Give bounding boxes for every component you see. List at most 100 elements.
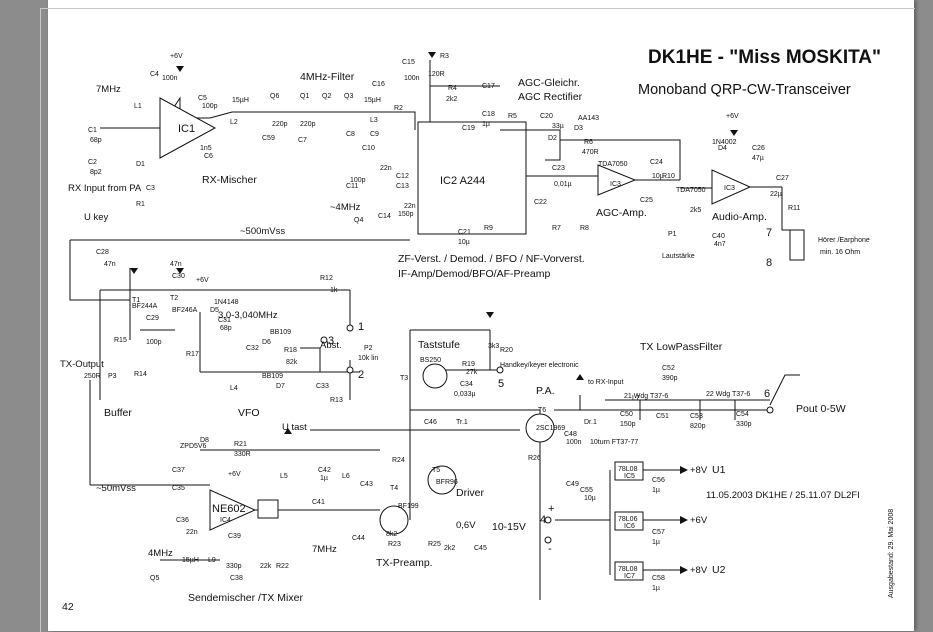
comp-t1: T1 <box>132 297 140 304</box>
u-tast-label: U tast <box>282 422 307 433</box>
comp-r19-value: 27k <box>466 369 478 376</box>
schematic-page <box>48 0 914 631</box>
choke-label: Dr.1 <box>584 419 597 426</box>
comp-c56-value: 1µ <box>652 487 660 494</box>
comp-d8-type: ZPD5V6 <box>180 443 207 450</box>
rx-mixer-label: RX-Mischer <box>202 174 257 186</box>
comp-r20-value: 3k3 <box>488 343 499 350</box>
comp-r20: R20 <box>500 347 513 354</box>
comp-c32: C32 <box>246 345 259 352</box>
ic4-label: NE602 <box>212 503 246 515</box>
pin-plus: + <box>548 503 554 515</box>
comp-d5: D5 <box>210 307 219 314</box>
comp-c15: C15 <box>402 59 415 66</box>
comp-c13-value: 22n <box>404 203 416 210</box>
agc-rect-en-label: AGC Rectifier <box>518 91 583 103</box>
diagram-title: DK1HE - "Miss MOSKITA" <box>648 47 881 68</box>
comp-r6-value: 470R <box>582 149 599 156</box>
comp-c39-value: 330p <box>226 563 242 570</box>
comp-c58: C58 <box>652 575 665 582</box>
comp-t6: T6 <box>538 407 546 414</box>
driver-label: Driver <box>456 487 485 499</box>
comp-c18: C18 <box>482 111 495 118</box>
comp-c53: C53 <box>690 413 703 420</box>
comp-r25: R25 <box>428 541 441 548</box>
pin-3: 3 <box>328 335 334 347</box>
comp-l2-value: 15µH <box>232 97 249 104</box>
comp-d5-type: 1N4148 <box>214 299 239 306</box>
comp-t4: T4 <box>390 485 398 492</box>
comp-c57: C57 <box>652 529 665 536</box>
ic5-label: IC5 <box>624 473 635 480</box>
comp-c11: C11 <box>346 183 358 190</box>
comp-l6: L6 <box>342 473 350 480</box>
comp-c1: C1 <box>88 127 97 134</box>
comp-r10: R10 <box>662 173 675 180</box>
comp-r9: R9 <box>484 225 493 232</box>
comp-d3: D3 <box>574 125 583 132</box>
comp-r2: R2 <box>394 105 403 112</box>
comp-c35: C35 <box>172 485 185 492</box>
comp-c52: C52 <box>662 365 675 372</box>
comp-r11: R11 <box>788 205 800 212</box>
comp-d4: D4 <box>718 145 727 152</box>
comp-c7-value: 220p <box>300 121 316 128</box>
pin-7: 7 <box>766 227 772 239</box>
comp-c23: C23 <box>552 165 565 172</box>
comp-q4: Q4 <box>354 217 363 224</box>
tx-lpf-label: TX LowPassFilter <box>640 341 723 353</box>
comp-c21-value: 10µ <box>458 239 470 246</box>
comp-c2: C2 <box>88 159 97 166</box>
ic7-type-label: 78L08 <box>618 566 638 573</box>
comp-c55-value: 10µ <box>584 495 596 502</box>
comp-t6-type: 2SC1969 <box>536 425 565 432</box>
comp-c10-value: 22n <box>380 165 392 172</box>
comp-r22-value: 22k <box>260 563 272 570</box>
comp-r8: R8 <box>580 225 589 232</box>
reg-out1-label: +8V <box>690 465 708 476</box>
comp-c39: C39 <box>228 533 241 540</box>
comp-c22: C22 <box>534 199 547 206</box>
comp-c31: C31 <box>218 317 231 324</box>
comp-r21-value: 330R <box>234 451 251 458</box>
comp-c6-value: 1n5 <box>200 145 212 152</box>
reg-out3-name: U2 <box>712 564 726 576</box>
comp-d3-type: AA143 <box>578 115 599 122</box>
500mv-label: ~500mVss <box>240 226 285 237</box>
comp-r15: R15 <box>114 337 127 344</box>
pout-label: Pout 0-5W <box>796 403 846 415</box>
comp-r23-value: 8k2 <box>386 531 397 538</box>
ic6-label: IC6 <box>624 523 635 530</box>
comp-d1: D1 <box>136 161 145 168</box>
comp-c26-value: 47µ <box>752 155 764 162</box>
tx-preamp-label: TX-Preamp. <box>376 557 433 569</box>
abst-label: Abst. <box>320 340 342 351</box>
if-de-label: ZF-Verst. / Demod. / BFO / NF-Vorverst. <box>398 253 585 265</box>
comp-c36: C36 <box>176 517 189 524</box>
comp-q3: Q3 <box>344 93 353 100</box>
comp-c40-value: 4n7 <box>714 241 726 248</box>
comp-c20-value: 33µ <box>552 123 564 130</box>
power-arrows <box>130 52 738 574</box>
comp-r19: R19 <box>462 361 475 368</box>
comp-c31-value: 68p <box>220 325 232 332</box>
comp-d6-type: BB109 <box>270 329 291 336</box>
comp-c52-value: 390p <box>662 375 678 382</box>
comp-c7: C7 <box>298 137 307 144</box>
comp-c12: C12 <box>396 173 409 180</box>
comp-c50-value: 150p <box>620 421 636 428</box>
comp-c45: C45 <box>474 545 487 552</box>
component-labels: C4 100n C5 100p L1 L2 15µH Q6 Q1 Q2 Q3 L… <box>84 53 800 592</box>
comp-c27: C27 <box>776 175 789 182</box>
comp-c24: C24 <box>650 159 663 166</box>
comp-c29: C29 <box>146 315 159 322</box>
comp-c14-value: 150p <box>398 211 414 218</box>
comp-l3: L3 <box>370 117 378 124</box>
lpf-winding1-label: 21 Wdg T37-6 <box>624 393 668 400</box>
comp-c46: C46 <box>424 419 437 426</box>
comp-r1: R1 <box>136 201 145 208</box>
comp-c30-value: 47n <box>170 261 182 268</box>
comp-c56: C56 <box>652 477 665 484</box>
4mhz-label: 4MHz <box>148 548 173 559</box>
